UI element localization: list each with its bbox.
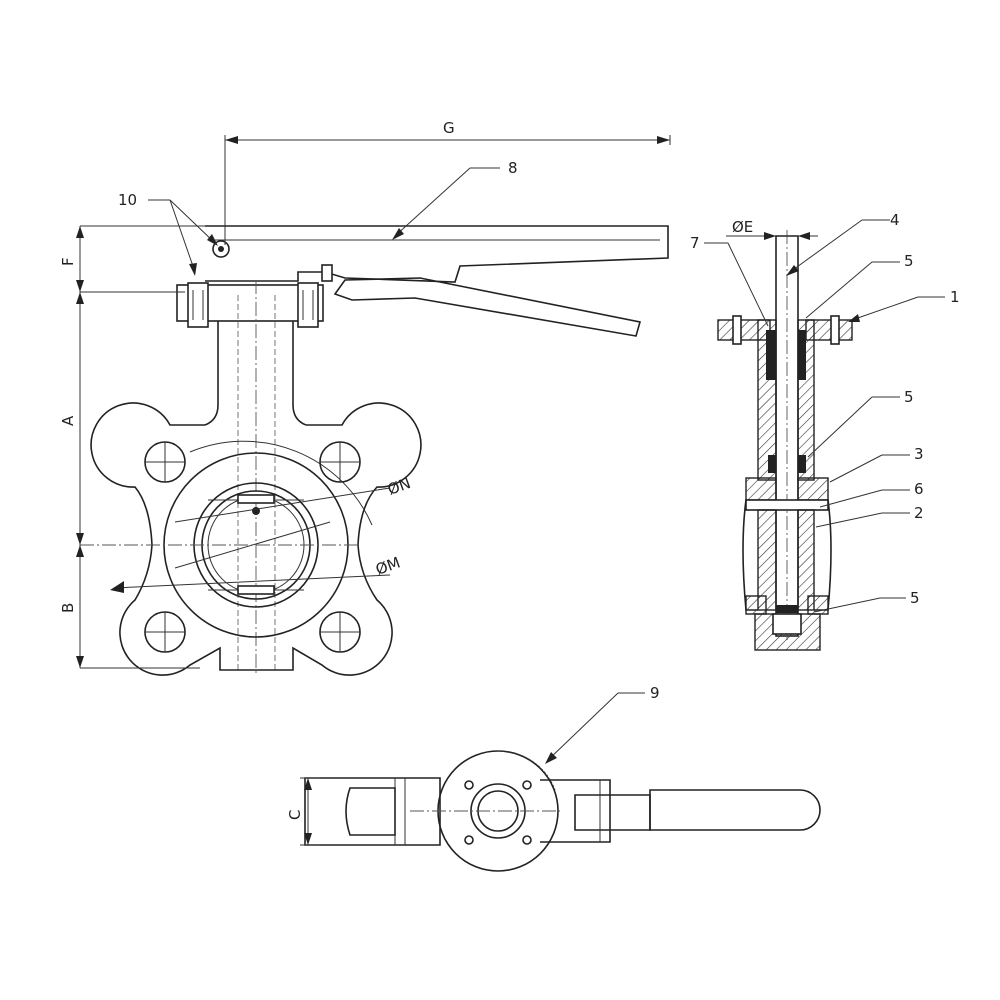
callout-7: 7 xyxy=(690,234,700,252)
callout-leaders-side xyxy=(704,219,945,613)
body-neck xyxy=(204,280,307,675)
dim-phiE-lines xyxy=(726,232,818,240)
dim-label-B: B xyxy=(59,603,77,613)
dimension-lines xyxy=(76,135,671,669)
handle-lever xyxy=(205,225,669,337)
callout-5-bottom: 5 xyxy=(910,589,920,607)
bolt-hole-top-right xyxy=(319,441,361,483)
top-view xyxy=(300,750,821,872)
front-view xyxy=(80,225,669,676)
callout-8: 8 xyxy=(508,159,518,177)
callout-9: 9 xyxy=(650,684,660,702)
callout-2: 2 xyxy=(914,504,924,522)
top-flange xyxy=(176,282,324,328)
callout-leader-9 xyxy=(545,692,645,764)
dim-label-phiM: ØM xyxy=(373,553,402,578)
dim-label-phiE: ØE xyxy=(732,218,753,236)
pivot-pin xyxy=(212,240,230,258)
callout-10: 10 xyxy=(118,191,137,209)
dim-label-G: G xyxy=(443,119,455,137)
callout-6: 6 xyxy=(914,480,924,498)
callout-5-top: 5 xyxy=(904,252,914,270)
dim-label-phiN: ØN xyxy=(385,474,413,499)
callout-1: 1 xyxy=(950,288,960,306)
dim-label-C: C xyxy=(286,810,304,820)
side-section-view xyxy=(717,230,853,651)
bolt-holes xyxy=(144,441,361,653)
dim-label-F: F xyxy=(59,257,77,266)
bolt-hole-bottom-right xyxy=(319,611,361,653)
callout-4: 4 xyxy=(890,211,900,229)
callout-3: 3 xyxy=(914,445,924,463)
callout-leaders-front xyxy=(148,167,500,276)
callout-5-mid: 5 xyxy=(904,388,914,406)
bolt-hole-bottom-left xyxy=(144,611,186,653)
dim-label-A: A xyxy=(59,415,77,426)
bolt-hole-top-left xyxy=(144,441,186,483)
